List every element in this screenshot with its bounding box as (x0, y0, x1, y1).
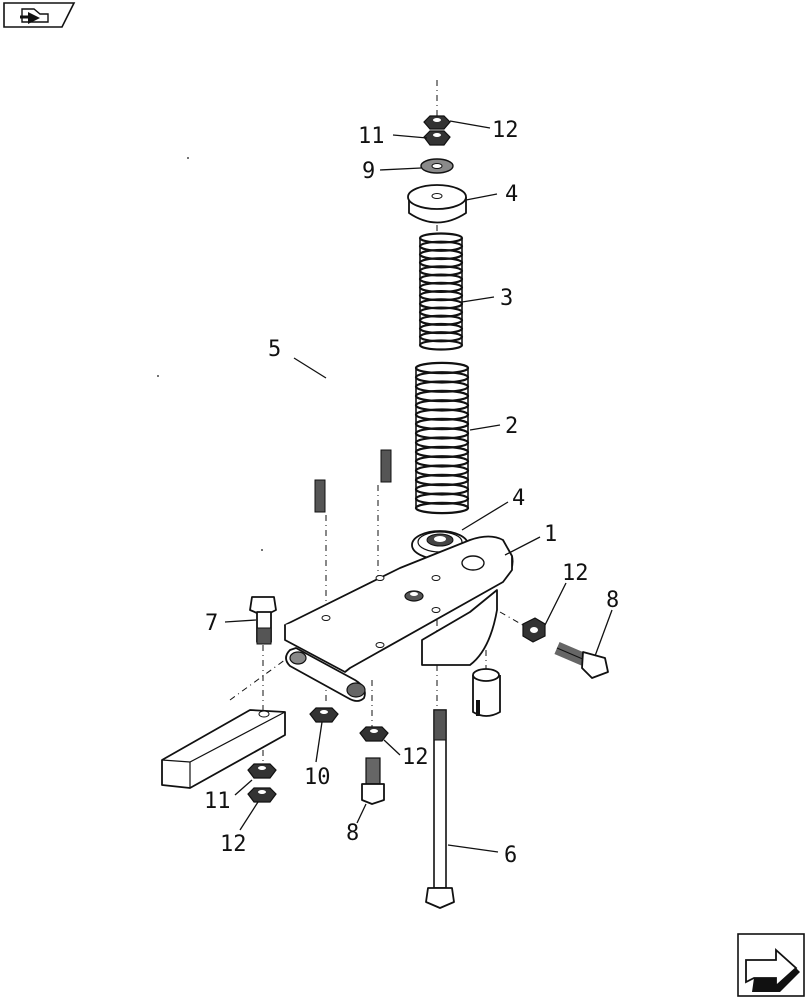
callout-12: 12 (562, 561, 589, 586)
callout-10: 10 (304, 765, 331, 790)
callout-9: 9 (362, 159, 375, 184)
callout-7: 7 (205, 611, 218, 636)
hex-nut-10 (309, 707, 339, 723)
top-lock-nut (423, 130, 451, 146)
hex-nut-right (522, 617, 546, 643)
upper-spring-cup (407, 184, 467, 224)
carriage-bolt-right (554, 642, 609, 679)
carriage-bolt-center (361, 757, 385, 805)
callout-1: 1 (544, 522, 557, 547)
callout-11: 11 (204, 789, 231, 814)
leader-lines (224, 120, 613, 853)
clamp-bar (161, 709, 286, 789)
callout-12: 12 (220, 832, 247, 857)
callout-12: 12 (402, 745, 429, 770)
hex-bolt-left (249, 596, 277, 645)
callout-5: 5 (268, 337, 281, 362)
callout-8: 8 (346, 821, 359, 846)
hex-nut-lower-left (247, 787, 277, 803)
callout-4: 4 (512, 486, 525, 511)
callout-3: 3 (500, 286, 513, 311)
callout-11: 11 (358, 124, 385, 149)
lock-nut-lower-left (247, 763, 277, 779)
upper-coil-spring (418, 232, 464, 351)
bushing (472, 668, 501, 717)
folder-back-arrow-icon[interactable] (3, 2, 76, 28)
washer (420, 158, 454, 174)
hex-nut-12-center (359, 726, 389, 742)
long-bolt (425, 709, 455, 909)
lower-coil-spring (414, 361, 470, 515)
callout-6: 6 (504, 843, 517, 868)
top-hex-nut (423, 115, 451, 130)
callout-8: 8 (606, 588, 619, 613)
main-bracket (284, 535, 514, 702)
callout-2: 2 (505, 414, 518, 439)
next-page-arrow-icon[interactable] (737, 933, 805, 997)
u-bolt (314, 352, 392, 513)
callout-12: 12 (492, 118, 519, 143)
callout-labels: 12 11 9 4 3 5 2 4 1 12 8 7 10 12 11 12 8… (204, 118, 619, 868)
callout-4: 4 (505, 182, 518, 207)
